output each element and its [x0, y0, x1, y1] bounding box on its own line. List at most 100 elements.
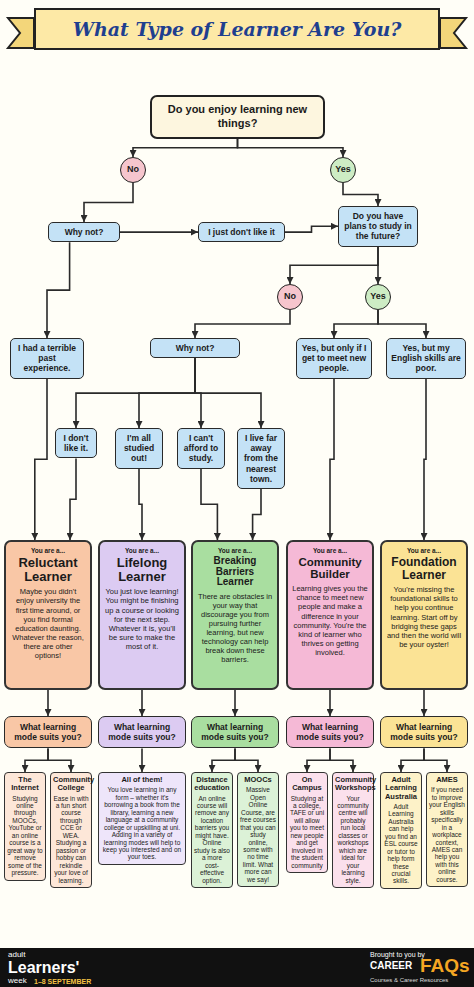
node-text: Massive Open Online Course, are free cou… — [240, 786, 276, 883]
flow-arrow — [424, 748, 447, 772]
flow-arrow — [424, 379, 426, 540]
node-text: What learning mode suits you? — [385, 722, 463, 742]
node-text: I don't like it. — [59, 433, 93, 453]
node-text: Yes — [366, 285, 390, 308]
answer-circle: Yes — [365, 284, 391, 310]
node-text: Yes, but my English skills are poor. — [390, 343, 462, 374]
flow-arrow — [48, 748, 71, 772]
node-text: No — [278, 285, 302, 308]
question-box: I live far away from the nearest town. — [237, 428, 285, 489]
flow-arrow — [47, 690, 49, 716]
node-text: What learning mode suits you? — [9, 722, 87, 742]
option-box: Adult Learning AustraliaAdult Learning A… — [380, 772, 422, 889]
ribbon-tail — [8, 18, 34, 48]
node-text: Community College — [53, 776, 89, 793]
option-box: AMESIf you need to improve your English … — [426, 772, 468, 887]
result-title: Foundation Learner — [386, 556, 462, 581]
node-text: Community Workshops — [335, 776, 371, 793]
flow-arrow — [195, 310, 290, 338]
node-text: I'm all studied out! — [119, 433, 159, 464]
node-text: An online course will remove any locatio… — [194, 795, 230, 885]
result-box: You are a... Reluctant LearnerMaybe you d… — [4, 540, 92, 690]
result-title: Reluctant Learner — [10, 556, 86, 583]
flow-arrow — [35, 379, 47, 540]
node-text: You just love learning! You might be fin… — [104, 587, 180, 651]
flow-arrow — [25, 748, 48, 772]
question-box: Do you have plans to study in the future… — [338, 206, 418, 247]
option-box: On CampusStudying at a college, TAFE or … — [286, 772, 328, 873]
option-box: All of them!You love learning in any for… — [98, 772, 186, 865]
node-text: I had a terrible past experience. — [14, 343, 80, 374]
node-text: I can't afford to study. — [181, 433, 221, 464]
node-text: Adult Learning Australia can help you fi… — [383, 803, 419, 885]
option-box: Community WorkshopsYour community centre… — [332, 772, 374, 888]
node-text: On Campus — [289, 776, 325, 793]
answer-circle: No — [120, 157, 146, 183]
flow-arrow — [212, 748, 235, 772]
node-text: Do you enjoy learning new things? — [160, 103, 315, 131]
flow-arrow — [423, 690, 425, 716]
node-text: You are a... — [292, 547, 368, 554]
node-text: Learning gives you the chance to meet ne… — [292, 584, 368, 657]
result-box: You are a...Breaking Barriers LearnerThe… — [191, 540, 279, 690]
node-text: I just don't like it — [202, 227, 281, 237]
question-box: Yes, but my English skills are poor. — [386, 338, 466, 379]
flow-arrow — [334, 310, 378, 338]
flow-arrow — [377, 247, 379, 284]
flow-arrow — [235, 748, 258, 772]
question-box: I had a terrible past experience. — [10, 338, 84, 379]
mode-box: What learning mode suits you? — [98, 716, 186, 748]
question-box: Why not? — [150, 338, 240, 358]
flow-arrow — [133, 139, 238, 158]
node-text: All of them! — [101, 776, 183, 784]
result-box: You are a...Lifelong LearnerYou just lov… — [98, 540, 186, 690]
option-box: MOOCsMassive Open Online Course, are fre… — [237, 772, 279, 887]
flow-arrow — [378, 310, 426, 338]
node-text: You are a... — [10, 547, 86, 554]
start-box: Do you enjoy learning new things? — [150, 95, 325, 139]
mode-box: What learning mode suits you? — [191, 716, 279, 748]
flow-arrow — [330, 379, 334, 540]
ribbon-tail — [440, 18, 466, 48]
node-text: Adult Learning Australia — [383, 776, 419, 801]
node-text: You're missing the foundational skills t… — [386, 585, 462, 649]
node-text: Studying online through MOOCs, YouTube o… — [7, 795, 43, 877]
mode-box: What learning mode suits you? — [286, 716, 374, 748]
node-text: Your community centre will probably run … — [335, 795, 371, 885]
node-text: You are a... — [386, 547, 462, 554]
footer-label: 1–8 SEPTEMBER — [34, 978, 91, 985]
node-text: Yes, but only if I get to meet new peopl… — [300, 343, 368, 374]
node-text: Distance education — [194, 776, 230, 793]
flow-arrow — [139, 469, 142, 540]
option-box: Community CollegeEase in with a fun shor… — [50, 772, 92, 888]
title-band: What Type of Learner Are You? — [34, 8, 440, 50]
node-text: MOOCs — [240, 776, 276, 784]
question-box: I can't afford to study. — [177, 428, 225, 469]
flow-arrow — [76, 358, 195, 428]
flow-arrow — [238, 139, 344, 158]
option-box: Distance education An online course will … — [191, 772, 233, 888]
node-text: AMES — [429, 776, 465, 784]
flow-arrow — [195, 358, 261, 428]
mode-box: What learning mode suits you? — [4, 716, 92, 748]
flow-arrow — [141, 748, 143, 772]
node-text: The Internet — [7, 776, 43, 793]
footer-label: FAQs — [420, 956, 470, 975]
flow-arrow — [201, 469, 217, 540]
footer-label: adult — [8, 951, 25, 959]
mode-box: What learning mode suits you? — [380, 716, 468, 748]
node-text: What learning mode suits you? — [196, 722, 274, 742]
footer-label: Brought to you by — [370, 951, 425, 958]
question-box: I just don't like it — [198, 222, 285, 242]
node-text: Maybe you didn't enjoy university the fi… — [10, 587, 86, 660]
node-text: Ease in with a fun short course through … — [53, 795, 89, 885]
node-text: You are a... — [104, 547, 180, 554]
node-text: Why not? — [52, 227, 116, 237]
node-text: Do you have plans to study in the future… — [342, 211, 414, 242]
flow-arrow — [329, 690, 331, 716]
result-box: You are a...Community BuilderLearning gi… — [286, 540, 374, 690]
footer-label: Learners' — [8, 960, 79, 976]
footer-label: CAREER — [370, 961, 412, 971]
title-text: What Type of Learner Are You? — [73, 18, 402, 40]
